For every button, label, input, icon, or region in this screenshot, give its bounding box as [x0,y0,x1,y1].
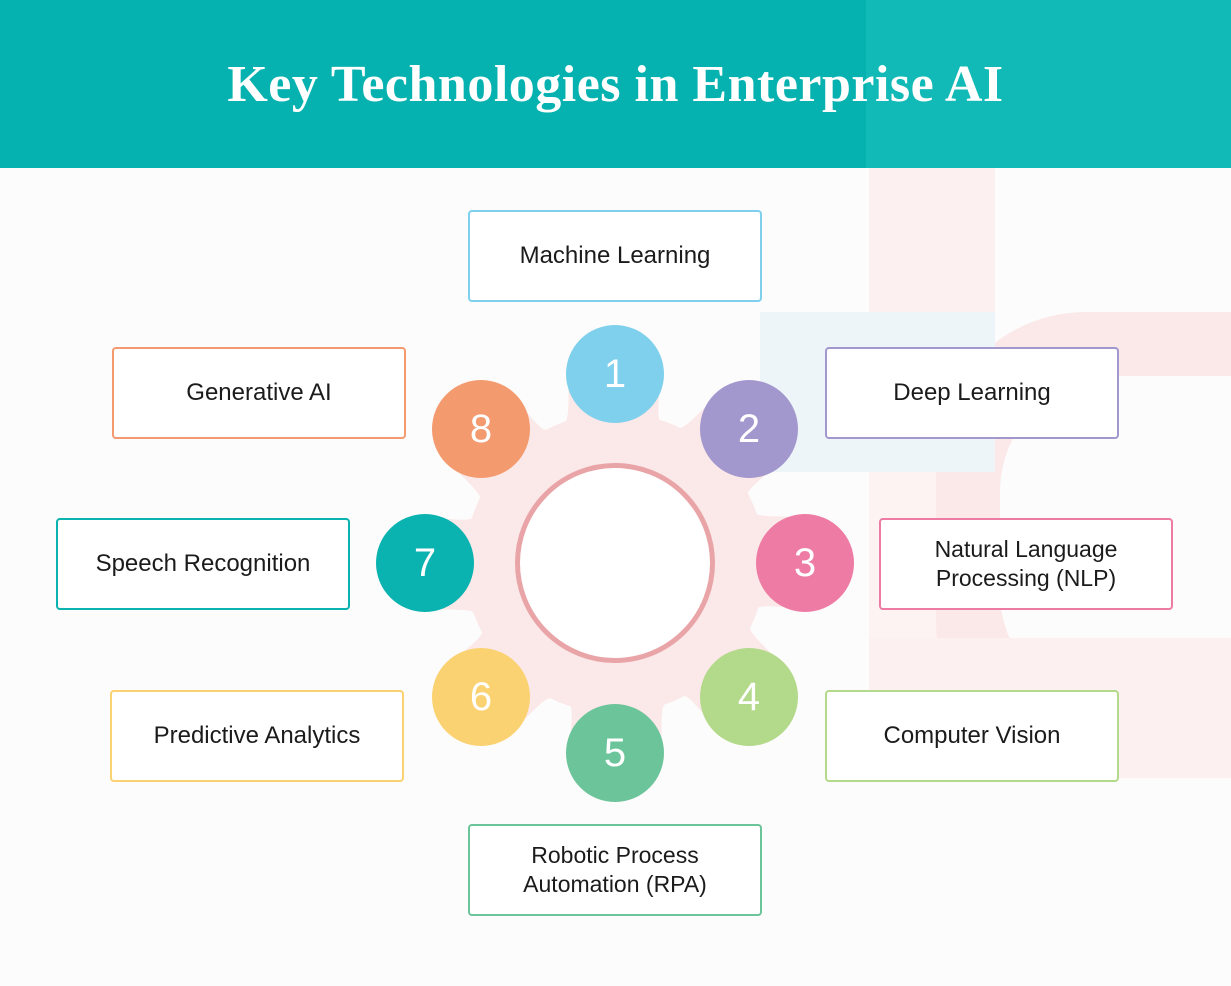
label-box-3[interactable]: Natural Language Processing (NLP) [879,518,1173,610]
page-header: Key Technologies in Enterprise AI [0,0,1231,168]
label-text: Generative AI [186,379,332,406]
step-circle-8[interactable]: 8 [432,380,530,478]
label-box-6[interactable]: Predictive Analytics [110,690,404,782]
center-ring [515,463,715,663]
label-box-2[interactable]: Deep Learning [825,347,1119,439]
label-text: Machine Learning [519,242,711,269]
header-tone-left [0,0,866,168]
label-box-1[interactable]: Machine Learning [468,210,762,302]
step-circle-7[interactable]: 7 [376,514,474,612]
label-box-5[interactable]: Robotic Process Automation (RPA) [468,824,762,916]
step-number: 3 [793,541,817,585]
step-circle-5[interactable]: 5 [566,704,664,802]
step-circle-1[interactable]: 1 [566,325,664,423]
step-number: 1 [603,352,627,396]
page-title: Key Technologies in Enterprise AI [227,55,1004,113]
step-number: 5 [603,731,627,775]
label-text: Deep Learning [893,379,1051,406]
step-number: 6 [469,675,493,719]
step-circle-4[interactable]: 4 [700,648,798,746]
label-text: Predictive Analytics [153,722,361,749]
header-tone-right [866,0,1231,168]
deco-pink-column [869,168,995,320]
step-circle-2[interactable]: 2 [700,380,798,478]
label-text: Robotic Process Automation (RPA) [523,842,707,897]
step-circle-6[interactable]: 6 [432,648,530,746]
label-box-4[interactable]: Computer Vision [825,690,1119,782]
label-text: Computer Vision [883,722,1061,749]
step-circle-3[interactable]: 3 [756,514,854,612]
label-box-8[interactable]: Generative AI [112,347,406,439]
step-number: 7 [413,541,437,585]
label-box-7[interactable]: Speech Recognition [56,518,350,610]
step-number: 2 [737,407,761,451]
step-number: 8 [469,407,493,451]
step-number: 4 [737,675,761,719]
label-text: Speech Recognition [95,550,311,577]
label-text: Natural Language Processing (NLP) [934,536,1118,591]
